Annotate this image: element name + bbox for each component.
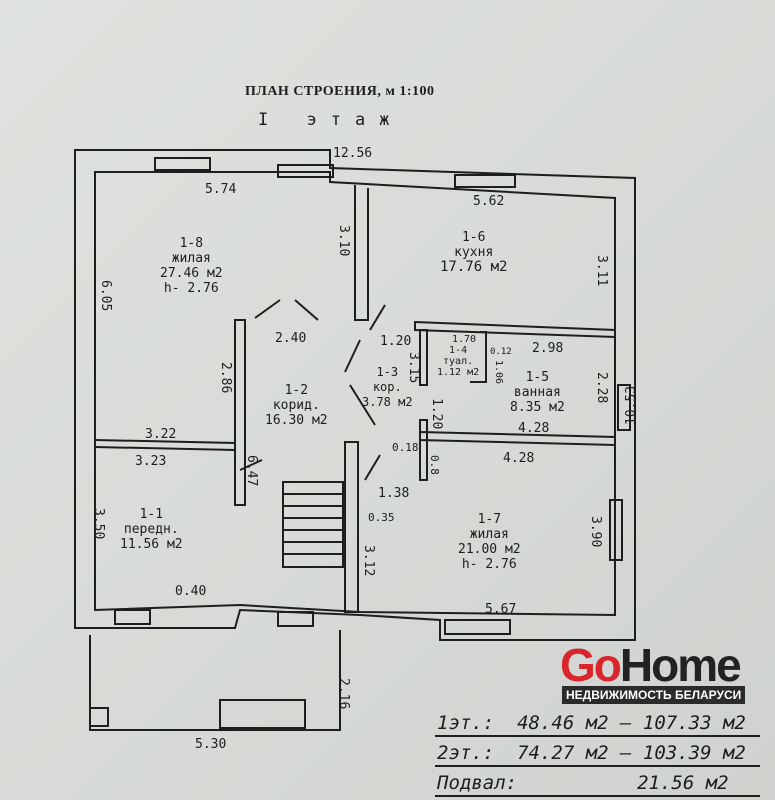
- floor-label: I этаж: [258, 110, 404, 130]
- underline: [435, 735, 760, 797]
- window: [444, 619, 511, 635]
- dimension: 2.98: [532, 341, 564, 356]
- dimension: 0.18: [392, 441, 419, 454]
- wall: [414, 320, 616, 339]
- porch-post: [89, 707, 109, 727]
- wall: [354, 185, 369, 321]
- dimension: 1.06: [493, 360, 504, 385]
- wall: [470, 331, 487, 383]
- dimension: 6.47: [244, 455, 259, 487]
- dimension: 1.20: [429, 398, 444, 430]
- window: [114, 609, 151, 625]
- dimension: 3.10: [336, 225, 351, 257]
- inner-outline: [94, 171, 616, 617]
- dimension: 3.22: [145, 427, 177, 442]
- dimension: 3.23: [135, 454, 167, 469]
- wall: [419, 329, 428, 386]
- dimension: 3.12: [361, 545, 376, 577]
- dimension: 4.28: [518, 421, 550, 436]
- dimension: 2.86: [218, 362, 233, 394]
- summary-row: 2эт.: 74.27 м2 – 103.39 м2: [437, 742, 746, 764]
- dimension: 2.40: [275, 331, 307, 346]
- dimension: 0.12: [490, 347, 512, 357]
- summary-row: 1эт.: 48.46 м2 – 107.33 м2: [437, 712, 746, 734]
- window: [617, 384, 631, 431]
- dimension: 3.50: [91, 508, 106, 540]
- dimension: 0.40: [175, 584, 207, 599]
- dimension: 5.30: [195, 737, 227, 752]
- window: [609, 499, 623, 561]
- window: [154, 157, 211, 171]
- wall: [344, 441, 359, 613]
- dimension: 3.90: [588, 516, 603, 548]
- dimension: 1.70: [452, 334, 477, 345]
- dimension: 12.56: [333, 146, 373, 161]
- gohome-watermark-logo: GoHome НЕДВИЖИМОСТЬ БЕЛАРУСИ: [560, 642, 746, 704]
- dimension: 5.67: [485, 602, 517, 617]
- window: [277, 611, 314, 627]
- wall: [419, 419, 428, 481]
- dimension: 0.35: [368, 511, 395, 524]
- door: [239, 299, 386, 481]
- dimension: 1.38: [378, 486, 410, 501]
- dimension: 1.20: [380, 334, 412, 349]
- window: [454, 174, 516, 188]
- dimension: 2.28: [594, 372, 609, 404]
- dimension: 0.8: [428, 455, 441, 475]
- summary-row: Подвал:21.56 м2: [437, 772, 729, 794]
- dimension: 6.05: [98, 280, 113, 312]
- dimension: 2.16: [336, 678, 351, 710]
- plan-title: ПЛАН СТРОЕНИЯ, м 1:100: [245, 84, 435, 99]
- dimension: 3.11: [594, 255, 609, 287]
- dimension: 5.62: [473, 194, 505, 209]
- dimension: 10.53: [624, 385, 639, 425]
- porch-step: [219, 699, 306, 729]
- window: [277, 164, 334, 178]
- staircase: [282, 481, 344, 568]
- wall: [234, 319, 246, 506]
- porch: [89, 630, 341, 731]
- dimension: 5.74: [205, 182, 237, 197]
- dimension: 4.28: [503, 451, 535, 466]
